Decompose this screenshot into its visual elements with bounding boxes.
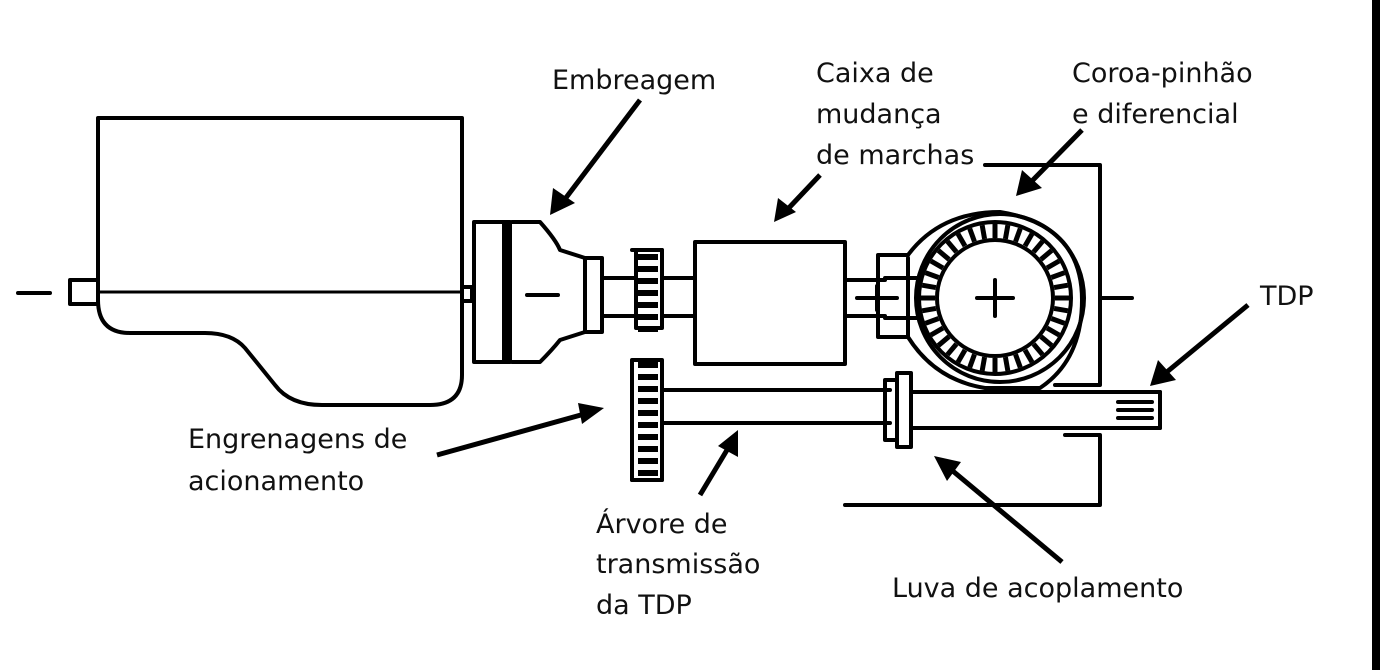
label-coroa-2: e diferencial	[1072, 99, 1239, 130]
label-luva: Luva de acoplamento	[892, 573, 1183, 604]
label-coroa-1: Coroa-pinhão	[1072, 58, 1253, 89]
gearbox	[693, 240, 847, 366]
label-caixa-1: Caixa de	[816, 58, 934, 89]
arrow-coroa	[1016, 128, 1084, 196]
page-edge-strip	[1372, 0, 1380, 670]
pto-shaft	[660, 371, 1162, 507]
arrow-arvore	[697, 430, 738, 497]
arrow-embreagem	[550, 98, 642, 215]
differential	[876, 163, 1102, 390]
arrow-luva	[934, 456, 1064, 564]
drive-gears	[630, 248, 664, 482]
arrow-engrenagens	[436, 403, 604, 458]
arrow-caixa	[774, 173, 822, 222]
label-embreagem: Embreagem	[552, 65, 716, 96]
clutch-housing	[472, 220, 637, 364]
label-caixa-2: mudança	[816, 99, 942, 130]
labels: Embreagem Caixa de mudança de marchas Co…	[188, 58, 1314, 621]
centerline	[16, 291, 1134, 300]
label-engrenagens-2: acionamento	[188, 466, 364, 497]
label-arvore-1: Árvore de	[596, 508, 728, 540]
label-tdp: TDP	[1259, 281, 1314, 312]
label-arvore-3: da TDP	[596, 590, 692, 621]
callout-arrows	[436, 98, 1250, 564]
engine-block	[68, 116, 474, 407]
label-engrenagens-1: Engrenagens de	[188, 424, 407, 455]
arrow-tdp	[1150, 303, 1250, 386]
label-arvore-2: transmissão	[596, 549, 760, 580]
label-caixa-3: de marchas	[816, 140, 974, 171]
output-shaft	[843, 278, 899, 318]
